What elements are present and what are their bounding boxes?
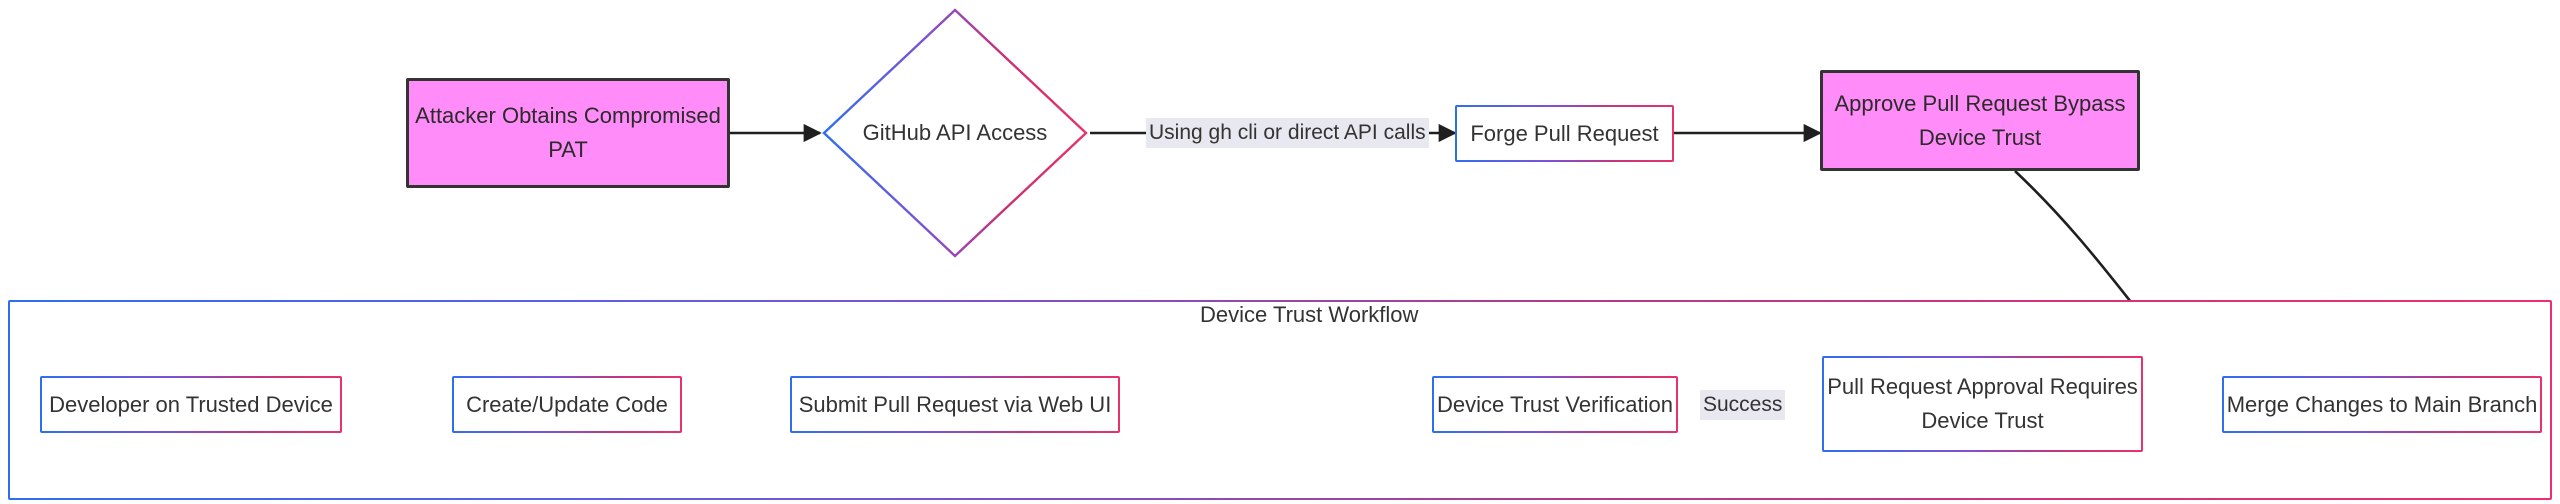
subgraph-title: Device Trust Workflow [1190, 302, 1429, 328]
node-label: Approve Pull Request Bypass Device Trust [1834, 90, 2126, 150]
node-label: Forge Pull Request [1470, 120, 1659, 146]
node-label: Developer on Trusted Device [49, 391, 333, 417]
edge-label-api-calls: Using gh cli or direct API calls [1146, 118, 1429, 148]
node-label: Pull Request Approval Requires Device Tr… [1827, 374, 2138, 433]
subgraph-device-trust-workflow [8, 300, 2552, 500]
node-create-update-code[interactable]: Create/Update Code [452, 376, 682, 433]
diamond-shape [822, 8, 1088, 258]
node-developer-on-trusted-device[interactable]: Developer on Trusted Device [40, 376, 342, 433]
node-approve-pull-request-bypass-device-trust[interactable]: Approve Pull Request Bypass Device Trust [1820, 70, 2140, 171]
node-label: Device Trust Verification [1437, 391, 1673, 417]
node-merge-changes-to-main-branch[interactable]: Merge Changes to Main Branch [2222, 376, 2542, 433]
node-pull-request-approval-requires-device-trust[interactable]: Pull Request Approval Requires Device Tr… [1822, 356, 2143, 452]
node-label: Merge Changes to Main Branch [2226, 391, 2538, 417]
node-forge-pull-request[interactable]: Forge Pull Request [1455, 105, 1674, 162]
node-device-trust-verification[interactable]: Device Trust Verification [1432, 376, 1678, 433]
node-github-api-access[interactable]: GitHub API Access [820, 6, 1090, 260]
node-submit-pull-request-via-web-ui[interactable]: Submit Pull Request via Web UI [790, 376, 1120, 433]
node-label: Submit Pull Request via Web UI [798, 391, 1112, 417]
node-label: Create/Update Code [466, 391, 668, 417]
edge-label-success: Success [1700, 390, 1786, 420]
node-label: GitHub API Access [862, 120, 1048, 145]
node-attacker-obtains-compromised-pat[interactable]: Attacker Obtains Compromised PAT [406, 78, 730, 188]
node-label: Attacker Obtains Compromised PAT [415, 103, 721, 162]
